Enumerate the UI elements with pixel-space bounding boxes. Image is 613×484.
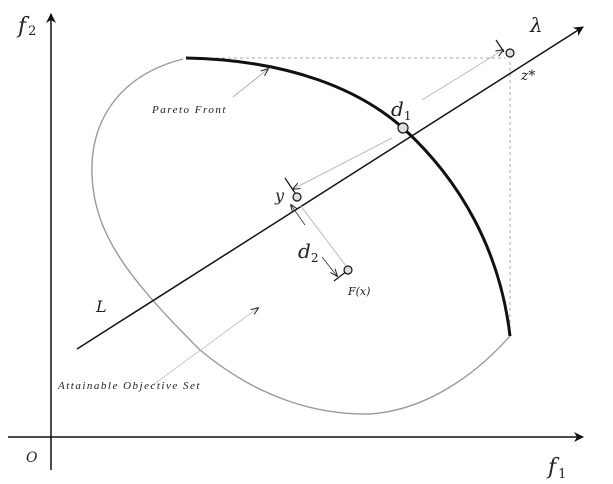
origin-label: O	[26, 450, 38, 466]
y-tick	[284, 177, 296, 194]
y-label: y	[274, 186, 285, 205]
d1-arrow-down	[293, 137, 393, 189]
attainable-set-pointer	[149, 308, 258, 388]
Fx-label: F(x)	[347, 285, 370, 298]
line-L	[76, 26, 584, 350]
lambda-label: λ	[529, 13, 543, 37]
pareto-front-pointer	[232, 69, 268, 98]
d1-arrow-up	[421, 50, 503, 101]
d2-label: d2	[298, 239, 318, 265]
pareto-front-label: Pareto Front	[151, 104, 227, 116]
y-point	[292, 192, 302, 202]
attainable-set-label: Attainable Objective Set	[57, 380, 201, 392]
d2-arrow-up	[291, 205, 306, 226]
d2-arrow-down	[321, 256, 337, 276]
zstar-point	[505, 48, 515, 58]
d1-point	[397, 122, 409, 134]
zstar-label: z*	[520, 68, 535, 84]
attainable-set-boundary	[91, 58, 511, 415]
d2-connector	[299, 204, 347, 267]
Fx-point	[343, 265, 353, 275]
L-label: L	[95, 297, 107, 316]
d1-label: d1	[391, 97, 411, 123]
